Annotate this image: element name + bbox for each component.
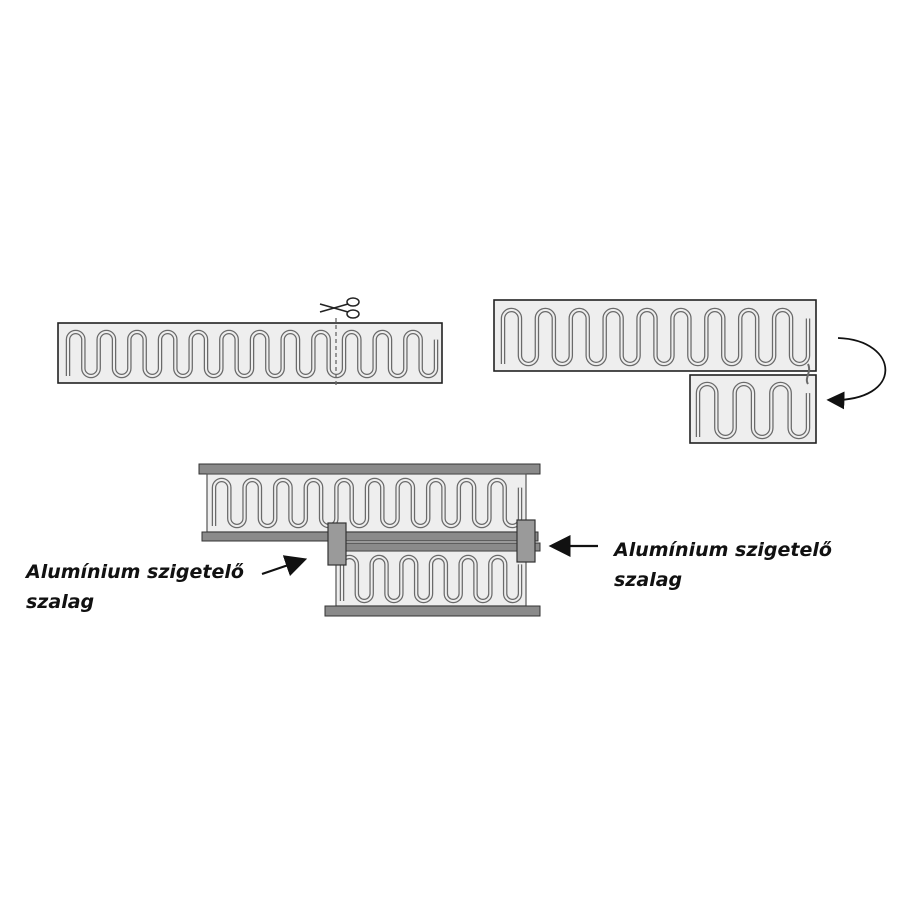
curved-arrow-icon [826,337,887,410]
label-line: szalag [26,591,95,613]
aluminium-tape-label-right: Alumínium szigetelő szalag [614,535,832,595]
heating-wire-inner [67,331,437,377]
aluminium-tape-right [516,519,536,563]
pointer-arrow-icon [261,555,308,577]
aluminium-tape-label-left: Alumínium szigetelő szalag [26,557,244,617]
heating-wire-inner [213,479,521,527]
heating-wire-inner [341,556,521,602]
label-line: Alumínium szigetelő [26,561,244,583]
connecting-wire [805,363,811,385]
step-cut-mat [57,297,443,385]
step-install-between-rails [198,463,598,617]
aluminium-tape-left [327,522,347,566]
label-line: szalag [614,569,683,591]
step-turn-mat [493,299,887,444]
heating-wire-inner [697,383,809,438]
rail-bottom [324,605,541,617]
label-line: Alumínium szigetelő [614,539,832,561]
rail-middle-lower [329,542,541,552]
rail-middle-upper [201,531,539,542]
rail-top [198,463,541,475]
scissors-icon [319,297,360,319]
heating-wire-inner [502,309,809,365]
